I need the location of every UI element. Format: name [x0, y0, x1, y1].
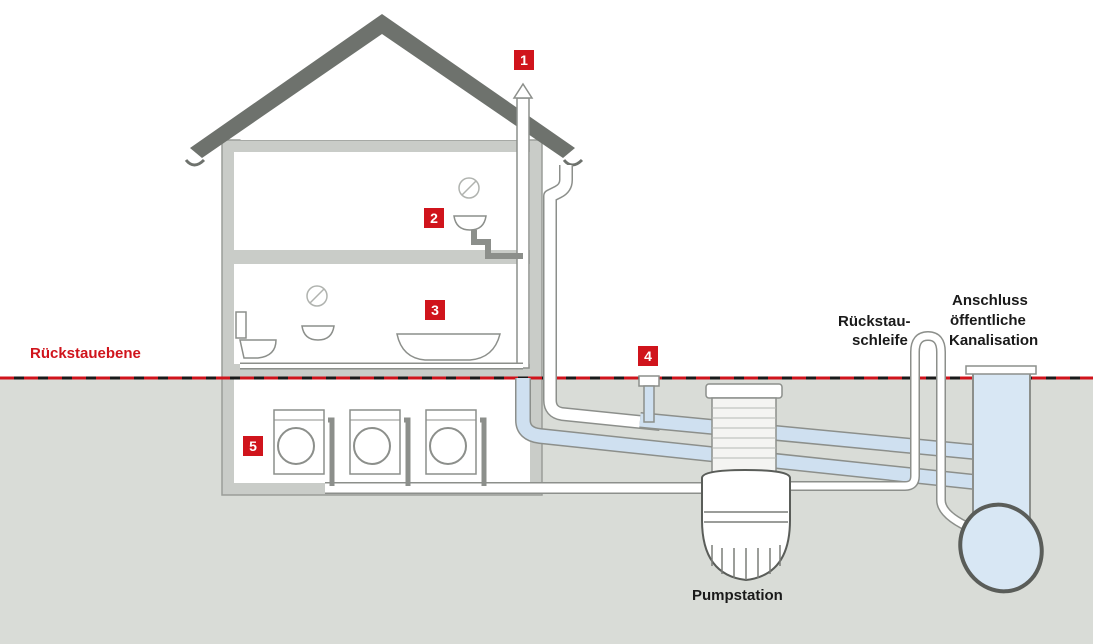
- sewer-label-3: Kanalisation: [949, 332, 1039, 349]
- house-right-wall: [530, 140, 542, 495]
- toilet-tank: [235, 311, 247, 339]
- washing-machine: [273, 409, 325, 475]
- pump-station-label: Pumpstation: [692, 587, 783, 604]
- attic: [240, 36, 522, 140]
- yard-drain-grate: [638, 375, 660, 387]
- downpipe: [544, 165, 661, 430]
- toilet: [239, 339, 277, 359]
- main-drain-pipe: [516, 378, 976, 489]
- pump-tank-ribs: [704, 511, 788, 580]
- gutter-right: [562, 158, 584, 167]
- upper-floor-slab: [222, 250, 542, 264]
- ground-sink: [301, 325, 335, 341]
- upper-sink: [453, 215, 487, 231]
- washer-drains: [328, 417, 487, 486]
- gutter-left: [184, 158, 206, 167]
- pump-lid: [705, 383, 783, 399]
- sewer-pipe-section: [958, 502, 1044, 594]
- sewer-label-2: öffentliche: [950, 312, 1026, 329]
- sewer-label-1: Anschluss: [952, 292, 1028, 309]
- vent-cap: [512, 82, 534, 99]
- attic-floor: [222, 140, 542, 152]
- pump-tank: [701, 468, 791, 582]
- marker-badge-3: 3: [425, 300, 445, 320]
- marker-badge-2: 2: [424, 208, 444, 228]
- marker-badge-5: 5: [243, 436, 263, 456]
- bathtub: [396, 333, 501, 361]
- yard-drain-pipe: [643, 385, 655, 423]
- backwater-level-label: Rückstauebene: [30, 345, 141, 362]
- sewer-shaft: [972, 370, 1031, 521]
- washing-machine: [349, 409, 401, 475]
- marker-badge-4: 4: [638, 346, 658, 366]
- washing-machine: [425, 409, 477, 475]
- backwater-loop-label-1: Rückstau-: [838, 313, 911, 330]
- no-symbol-icon: [306, 285, 328, 307]
- upper-sink-drain: [471, 230, 523, 259]
- house-left-wall: [222, 140, 234, 495]
- sewer-shaft-cover: [965, 365, 1037, 375]
- backwater-loop-label-2: schleife: [852, 332, 908, 349]
- ground: [0, 378, 1093, 644]
- vent-stack: [516, 97, 530, 369]
- backwater-loop-pipe: [790, 332, 977, 534]
- pump-shaft-ribs: [712, 407, 776, 459]
- pump-shaft: [711, 397, 777, 473]
- marker-badge-1: 1: [514, 50, 534, 70]
- no-symbol-icon: [458, 177, 480, 199]
